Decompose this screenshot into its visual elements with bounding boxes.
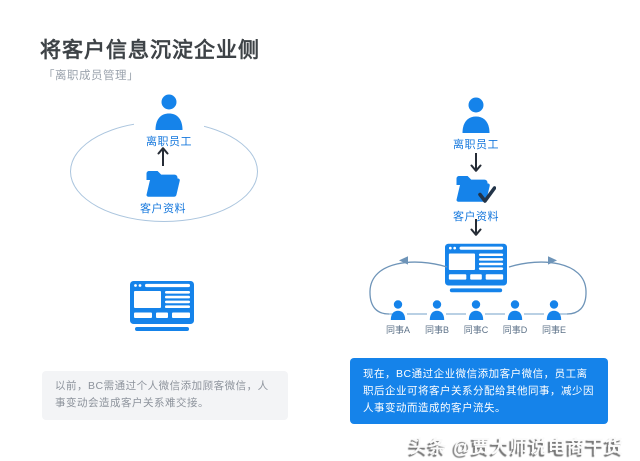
before-employee: 离职员工 (134, 93, 204, 151)
person-icon (507, 300, 523, 320)
arrow-right-icon (548, 256, 557, 265)
after-data-label: 客户资料 (453, 211, 499, 223)
colleague-label: 同事D (502, 325, 528, 335)
colleague-label: 同事E (541, 325, 566, 335)
page-title: 将客户信息沉淀企业侧 (40, 39, 260, 62)
colleague-item: 同事D (495, 300, 535, 336)
after-employee-label: 离职员工 (453, 139, 499, 151)
person-icon (429, 300, 445, 320)
page-subtitle: 「离职成员管理」 (43, 70, 139, 82)
colleague-label: 同事B (424, 325, 449, 335)
before-employee-label: 离职员工 (146, 136, 192, 148)
before-description: 以前，BC需通过个人微信添加顾客微信，人事变动会造成客户关系难交接。 (42, 371, 288, 420)
person-icon (390, 300, 406, 320)
colleague-label: 同事C (463, 325, 489, 335)
folder-check-icon (456, 176, 496, 203)
arrow-down-icon (470, 219, 482, 236)
person-icon (462, 97, 490, 133)
colleague-item: 同事E (534, 300, 574, 336)
before-customer-data: 客户资料 (134, 170, 192, 216)
after-description: 现在，BC通过企业微信添加客户微信，员工离职后企业可将客户关系分配给其他同事，减… (350, 358, 608, 425)
arrow-left-icon (399, 256, 408, 265)
after-employee: 离职员工 (447, 97, 505, 152)
arrow-down-icon (470, 153, 482, 172)
after-customer-data: 客户资料 (445, 175, 507, 224)
arrow-up-icon (157, 147, 169, 166)
person-icon (546, 300, 562, 320)
watermark: 头条 @贾大师说电商干货 (409, 437, 624, 457)
before-data-label: 客户资料 (140, 203, 186, 215)
person-icon (155, 94, 183, 130)
colleague-item: 同事C (456, 300, 496, 336)
colleague-item: 同事A (378, 300, 418, 336)
folder-icon (146, 171, 180, 197)
browser-window-icon (445, 243, 507, 293)
person-icon (468, 300, 484, 320)
colleague-label: 同事A (385, 325, 410, 335)
browser-window-icon (130, 281, 194, 331)
colleague-item: 同事B (417, 300, 457, 336)
